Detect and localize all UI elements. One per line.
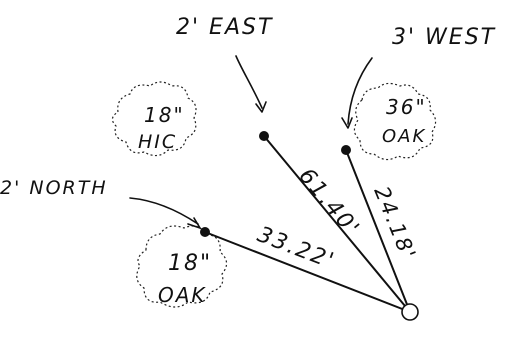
tree-hic-point <box>259 131 269 141</box>
tree-oak36-size: 36" <box>386 95 427 119</box>
distance-hic: 61.40' <box>293 164 364 242</box>
tree-oak18-canopy <box>136 225 228 308</box>
arrow-east-offset <box>235 55 267 113</box>
label-north-offset: 2' NORTH <box>0 177 108 199</box>
tree-oak18-size: 18" <box>168 251 212 276</box>
tree-oak18-point <box>200 227 210 237</box>
arrow-west-offset <box>341 57 373 129</box>
distance-oak36: 24.18' <box>369 183 420 264</box>
measure-line-hic <box>263 135 411 313</box>
measure-line-oak18 <box>204 231 411 313</box>
label-east-offset: 2' EAST <box>176 15 273 40</box>
label-west-offset: 3' WEST <box>392 25 496 50</box>
tree-oak36-species: OAK <box>382 126 426 147</box>
tree-hic-species: HIC <box>138 131 177 153</box>
tree-oak18-species: OAK <box>158 283 207 307</box>
arrow-north-offset <box>129 197 201 229</box>
tree-hic-size: 18" <box>144 103 185 127</box>
tree-hic-canopy <box>111 81 197 157</box>
reference-point <box>401 303 419 321</box>
measure-line-oak36 <box>345 149 411 313</box>
tree-oak36-point <box>341 145 351 155</box>
